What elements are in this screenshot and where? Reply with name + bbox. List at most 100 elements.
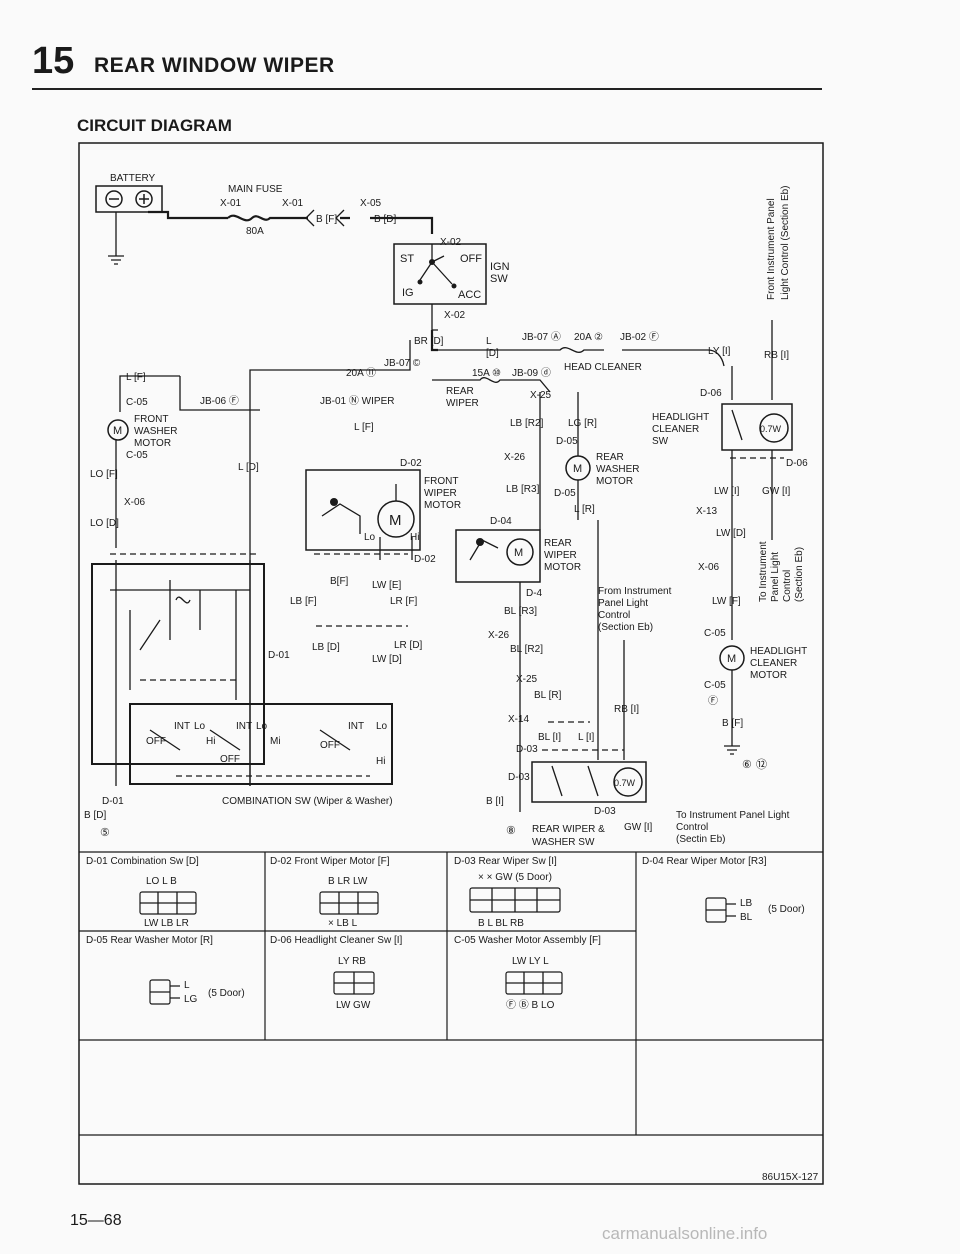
ign-ig: IG (402, 287, 414, 299)
wire-color: BR [D] (414, 336, 444, 347)
wire-color: L [D] (238, 462, 259, 473)
wire-color: GW [I] (762, 486, 791, 497)
connector-x02: X-02 (444, 310, 466, 321)
headlight-cleaner-switch (721, 403, 793, 451)
wire-color: LR [D] (394, 640, 423, 651)
wire-color: B [D] (374, 214, 396, 225)
front-wiper-label: WIPER (424, 488, 457, 499)
switch-int: INT (348, 721, 364, 732)
connector-x05: X-05 (360, 198, 382, 209)
headlight-cleaner-motor-label: MOTOR (750, 670, 787, 681)
connector-x01: X-01 (220, 198, 242, 209)
switch-lo: Lo (194, 721, 206, 732)
connector-note: (5 Door) (208, 988, 245, 999)
connector-x25: X-25 (530, 390, 552, 401)
connector-title: D-05 Rear Washer Motor [R] (86, 935, 213, 946)
junction-block: JB-02 Ⓕ (620, 331, 659, 343)
wire-color: LB [R3] (506, 484, 540, 495)
connector-pins: LW LY L (512, 956, 549, 967)
switch-off: OFF (146, 736, 166, 747)
connector-c05: C-05 (126, 450, 148, 461)
svg-text:M: M (389, 512, 402, 529)
rear-wiper-motor-label: REAR (544, 538, 572, 549)
diagram-frame (78, 142, 824, 1185)
connector-d05: D-05 Rear Washer Motor [R] L LG (5 Door) (86, 935, 245, 1005)
wire-color: LY [I] (708, 346, 731, 357)
rear-washer-label: WASHER (596, 464, 640, 475)
connector-pins: LB (740, 898, 753, 909)
ground-point: ⑤ (100, 827, 110, 839)
switch-int: INT (236, 721, 252, 732)
motor-lo: Lo (364, 532, 376, 543)
rear-wiper-motor: M (455, 460, 541, 592)
connector-x26: X-26 (488, 630, 510, 641)
connector-d01: D-01 (268, 650, 290, 661)
rear-wiper-motor-label: WIPER (544, 550, 577, 561)
wire-color: B[F] (330, 576, 349, 587)
headlight-cleaner-motor: M (719, 645, 745, 755)
ign-off: OFF (460, 253, 482, 265)
fipl-vertical-label: Light Control (Section Eb) (780, 185, 791, 300)
front-wiper-label: MOTOR (424, 500, 461, 511)
to-ipl-label: Control (676, 822, 708, 833)
connector-x06: X-06 (124, 497, 146, 508)
switch-hi: Hi (376, 756, 385, 767)
combination-switch-label: COMBINATION SW (Wiper & Washer) (222, 796, 393, 807)
to-ipl-label: (Sectin Eb) (676, 834, 725, 845)
connector-d01: D-01 (102, 796, 124, 807)
fuse-rating: 20A ⑪ (346, 367, 376, 379)
ground-point: ⑥ (742, 759, 752, 771)
headlight-cleaner-switch-label: SW (652, 436, 669, 447)
connector-note: (5 Door) (768, 904, 805, 915)
connector-d06: D-06 (786, 458, 808, 469)
to-ipl-label: To Instrument Panel Light (676, 810, 790, 821)
connector-d05: D-05 (556, 436, 578, 447)
connector-x02: X-02 (440, 237, 462, 248)
junction-block: JB-01 Ⓝ WIPER (320, 395, 394, 407)
svg-text:M: M (727, 653, 736, 665)
connector-d03: D-03 (508, 772, 530, 783)
connector-d05: D-05 (554, 488, 576, 499)
connector-d01: D-01 Combination Sw [D] LO L B LW LB LR (86, 856, 199, 929)
connector-title: D-04 Rear Wiper Motor [R3] (642, 856, 767, 867)
ignition-switch (393, 243, 487, 331)
rear-washer-motor: M (565, 392, 591, 520)
connector-title: D-02 Front Wiper Motor [F] (270, 856, 390, 867)
connector-pins: Ⓕ Ⓑ B LO (506, 999, 555, 1011)
connector-c05: C-05 Washer Motor Assembly [F] LW LY L Ⓕ… (454, 935, 601, 1011)
wire-color: LR [F] (390, 596, 417, 607)
junction-block: JB-06 Ⓕ (200, 395, 239, 407)
junction-block: JB-07 Ⓐ (522, 331, 561, 343)
front-washer-label: FRONT (134, 414, 168, 425)
rear-wiper-switch (531, 761, 647, 803)
connector-pins: × LB L (328, 918, 358, 929)
ground-point: ⑧ (506, 825, 516, 837)
header-rule (32, 88, 822, 90)
ign-label: IGN (490, 261, 510, 273)
wire-color: GW [I] (624, 822, 653, 833)
chapter-number: 15 (32, 40, 75, 82)
main-fuse (227, 209, 434, 234)
motor-hi: Hi (410, 532, 419, 543)
connector-table (79, 851, 823, 1136)
wire-color: L (486, 336, 492, 347)
connector-pins: B LR LW (328, 876, 368, 887)
wire-color: [D] (486, 348, 499, 359)
headlight-cleaner-feed (438, 347, 725, 367)
junction-block: JB-07 © (384, 358, 421, 369)
wire-color: B [F] (316, 214, 337, 225)
headlight-cleaner-switch-label: CLEANER (652, 424, 699, 435)
svg-text:M: M (573, 463, 582, 475)
connector-c05: C-05 (704, 680, 726, 691)
lamp-rating: 0.7W (760, 424, 782, 434)
to-ipl-vertical-label: Control (782, 570, 793, 602)
connector-line (542, 721, 624, 751)
front-washer-label: MOTOR (134, 438, 171, 449)
drawing-code: 86U15X-127 (762, 1172, 819, 1183)
connector-x26: X-26 (504, 452, 526, 463)
connector-c05: C-05 (704, 628, 726, 639)
watermark: carmanualsonline.info (602, 1224, 768, 1243)
connector-x06: X-06 (698, 562, 720, 573)
wire-color: L [I] (578, 732, 595, 743)
front-wiper-motor: M (305, 469, 421, 560)
